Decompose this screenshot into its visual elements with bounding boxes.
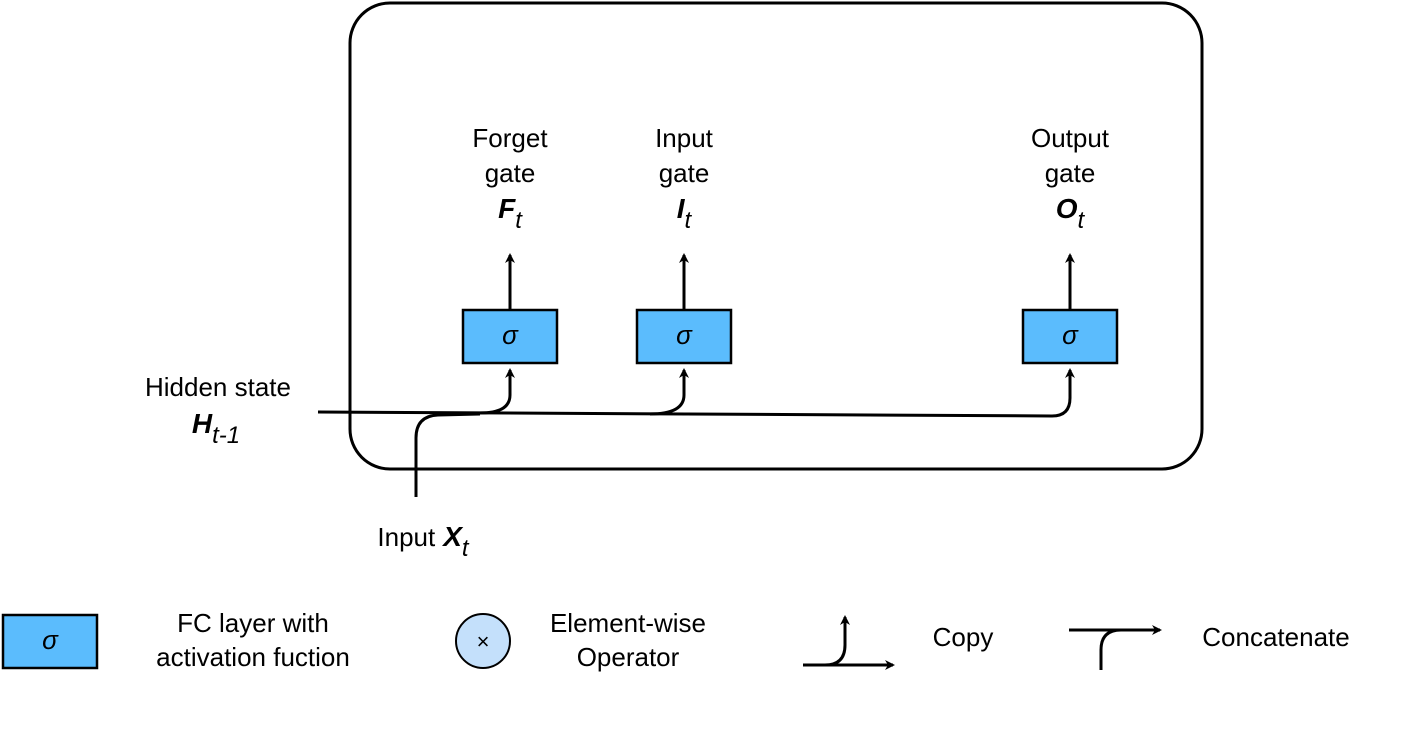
input-gate-label: Input gate It xyxy=(655,123,714,234)
output-gate-line2: gate xyxy=(1045,158,1096,188)
legend-fc-layer: σ FC layer with activation fuction xyxy=(1,608,350,672)
legend-elementwise-line1: Element-wise xyxy=(550,608,706,638)
legend-fc-sigma: σ xyxy=(42,625,59,655)
input-gate-fc-box: σ xyxy=(635,308,733,365)
elementwise-operator-icon xyxy=(455,613,511,669)
lstm-cell-boundary xyxy=(348,1,1204,471)
forget-gate-label: Forget gate Ft xyxy=(472,123,548,234)
forget-gate-line2: gate xyxy=(485,158,536,188)
legend-fc-line2: activation fuction xyxy=(156,642,350,672)
forget-gate-sigma: σ xyxy=(502,320,519,350)
hidden-state-line xyxy=(317,368,1075,418)
output-gate-symbol: Ot xyxy=(1056,193,1086,234)
legend: σ FC layer with activation fuction × Ele… xyxy=(1,608,1350,672)
input-gate-symbol: It xyxy=(677,193,693,234)
input-gate-line1: Input xyxy=(655,123,714,153)
input-gate-sigma: σ xyxy=(676,320,693,350)
hidden-state-text: Hidden state xyxy=(145,372,291,402)
elementwise-operator-symbol: × xyxy=(477,629,490,654)
hidden-state-label: Hidden state Ht-1 xyxy=(145,372,291,449)
output-gate-label: Output gate Ot xyxy=(1031,123,1110,234)
hidden-state-symbol: Ht-1 xyxy=(192,408,240,449)
input-gate-line2: gate xyxy=(659,158,710,188)
legend-elementwise-line2: Operator xyxy=(577,642,680,672)
input-x-line xyxy=(414,412,481,497)
legend-concatenate-label: Concatenate xyxy=(1202,622,1349,652)
legend-concatenate: Concatenate xyxy=(1069,622,1350,670)
output-gate-line1: Output xyxy=(1031,123,1110,153)
legend-fc-line1: FC layer with xyxy=(177,608,329,638)
legend-elementwise-operator: × Element-wise Operator xyxy=(455,608,706,672)
hidden-branch-input-gate xyxy=(649,368,689,416)
hidden-branch-forget-gate xyxy=(479,368,515,415)
forget-gate-fc-box: σ xyxy=(461,308,559,365)
legend-copy: Copy xyxy=(803,615,994,670)
output-gate-sigma: σ xyxy=(1062,320,1079,350)
output-gate-fc-box: σ xyxy=(1021,308,1119,365)
legend-copy-label: Copy xyxy=(933,622,994,652)
forget-gate-line1: Forget xyxy=(472,123,548,153)
forget-gate-symbol: Ft xyxy=(498,193,523,234)
